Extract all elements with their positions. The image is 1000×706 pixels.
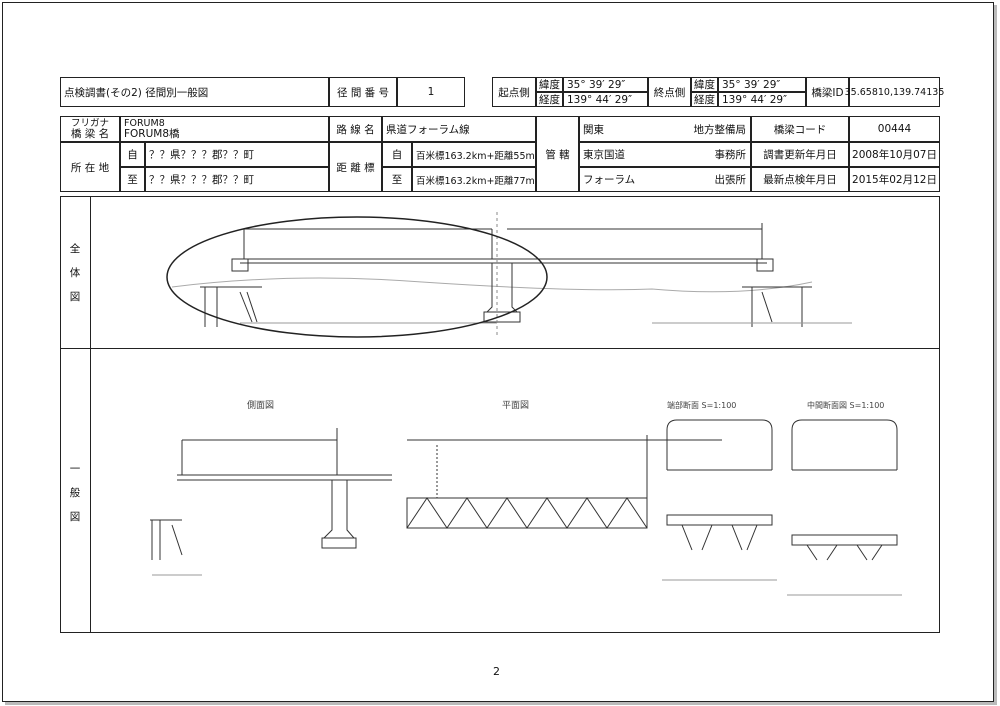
route-value: 県道フォーラム線 [382,116,536,142]
distance-label: 距 離 標 [329,142,382,192]
location-label: 所 在 地 [60,142,120,192]
region-cell: 関東 地方整備局 [579,116,751,142]
end-lon-label: 経度 [691,92,718,107]
end-side-label: 終点側 [648,77,691,107]
section-divider [60,348,940,349]
update-date-value: 2008年10月07日 [849,142,940,167]
general-drawings: 側面図 平面図 端部断面 S=1:100 中間断面図 S=1:100 [150,399,902,596]
branch-suffix: 出張所 [714,174,747,186]
end-lon-value: 139° 44′ 29″ [718,92,806,107]
end-section-title: 端部断面 S=1:100 [667,400,736,410]
drawing-frame [60,196,940,633]
location-to-value: ？？県？？？郡？？町 [145,167,329,192]
start-side-label: 起点側 [492,77,536,107]
update-date-label: 調書更新年月日 [751,142,849,167]
general-view-label: 一 般 図 [69,463,81,523]
bridge-code-value: 00444 [849,116,940,142]
distance-from-label: 自 [382,142,412,167]
route-label: 路 線 名 [329,116,382,142]
end-lat-label: 緯度 [691,77,718,92]
overall-view-label: 全 体 図 [69,243,81,303]
region-name: 関東 [583,123,604,136]
side-view-title: 側面図 [247,399,274,411]
inspection-date-label: 最新点検年月日 [751,167,849,192]
location-from-value: ？？県？？？郡？？町 [145,142,329,167]
end-lat-value: 35° 39′ 29″ [718,77,806,92]
distance-to-value: 百米標163.2km+距離77m [412,167,536,192]
start-lon-value: 139° 44′ 29″ [563,92,648,107]
start-lon-label: 経度 [536,92,563,107]
branch-name: フォーラム [583,174,636,186]
bridge-name-value-cell: FORUM8 FORUM8橋 [120,116,329,142]
office-cell: 東京国道 事務所 [579,142,751,167]
bridge-id-value: 35.65810,139.74135 [845,77,944,107]
location-from-label: 自 [120,142,145,167]
furigana-value: FORUM8 [124,118,165,129]
bridge-name-label: 橋 梁 名 [70,128,110,140]
bridge-name-value: FORUM8橋 [124,128,180,140]
bridge-code-label: 橋梁コード [751,116,849,142]
sheet-title: 点検調書(その2) 径間別一般図 [60,77,329,107]
span-number-value: 1 [397,77,465,107]
plan-view-title: 平面図 [502,400,529,411]
office-suffix: 事務所 [714,149,747,161]
branch-cell: フォーラム 出張所 [579,167,751,192]
section-label-column [60,196,91,633]
start-lat-value: 35° 39′ 29″ [563,77,648,92]
furigana-label: フリガナ [70,118,109,129]
region-suffix: 地方整備局 [693,123,747,136]
office-name: 東京国道 [583,149,625,161]
location-to-label: 至 [120,167,145,192]
span-number-label: 径 間 番 号 [329,77,397,107]
overall-elevation-drawing [166,212,852,338]
page-number: 2 [493,665,500,678]
mid-section-title: 中間断面図 S=1:100 [807,400,884,410]
distance-from-value: 百米標163.2km+距離55m [412,142,536,167]
start-lat-label: 緯度 [536,77,563,92]
distance-to-label: 至 [382,167,412,192]
jurisdiction-label: 管 轄 [536,116,579,192]
bridge-name-label-cell: フリガナ 橋 梁 名 [60,116,120,142]
inspection-date-value: 2015年02月12日 [849,167,940,192]
bridge-id-label: 橋梁ID [806,77,849,107]
